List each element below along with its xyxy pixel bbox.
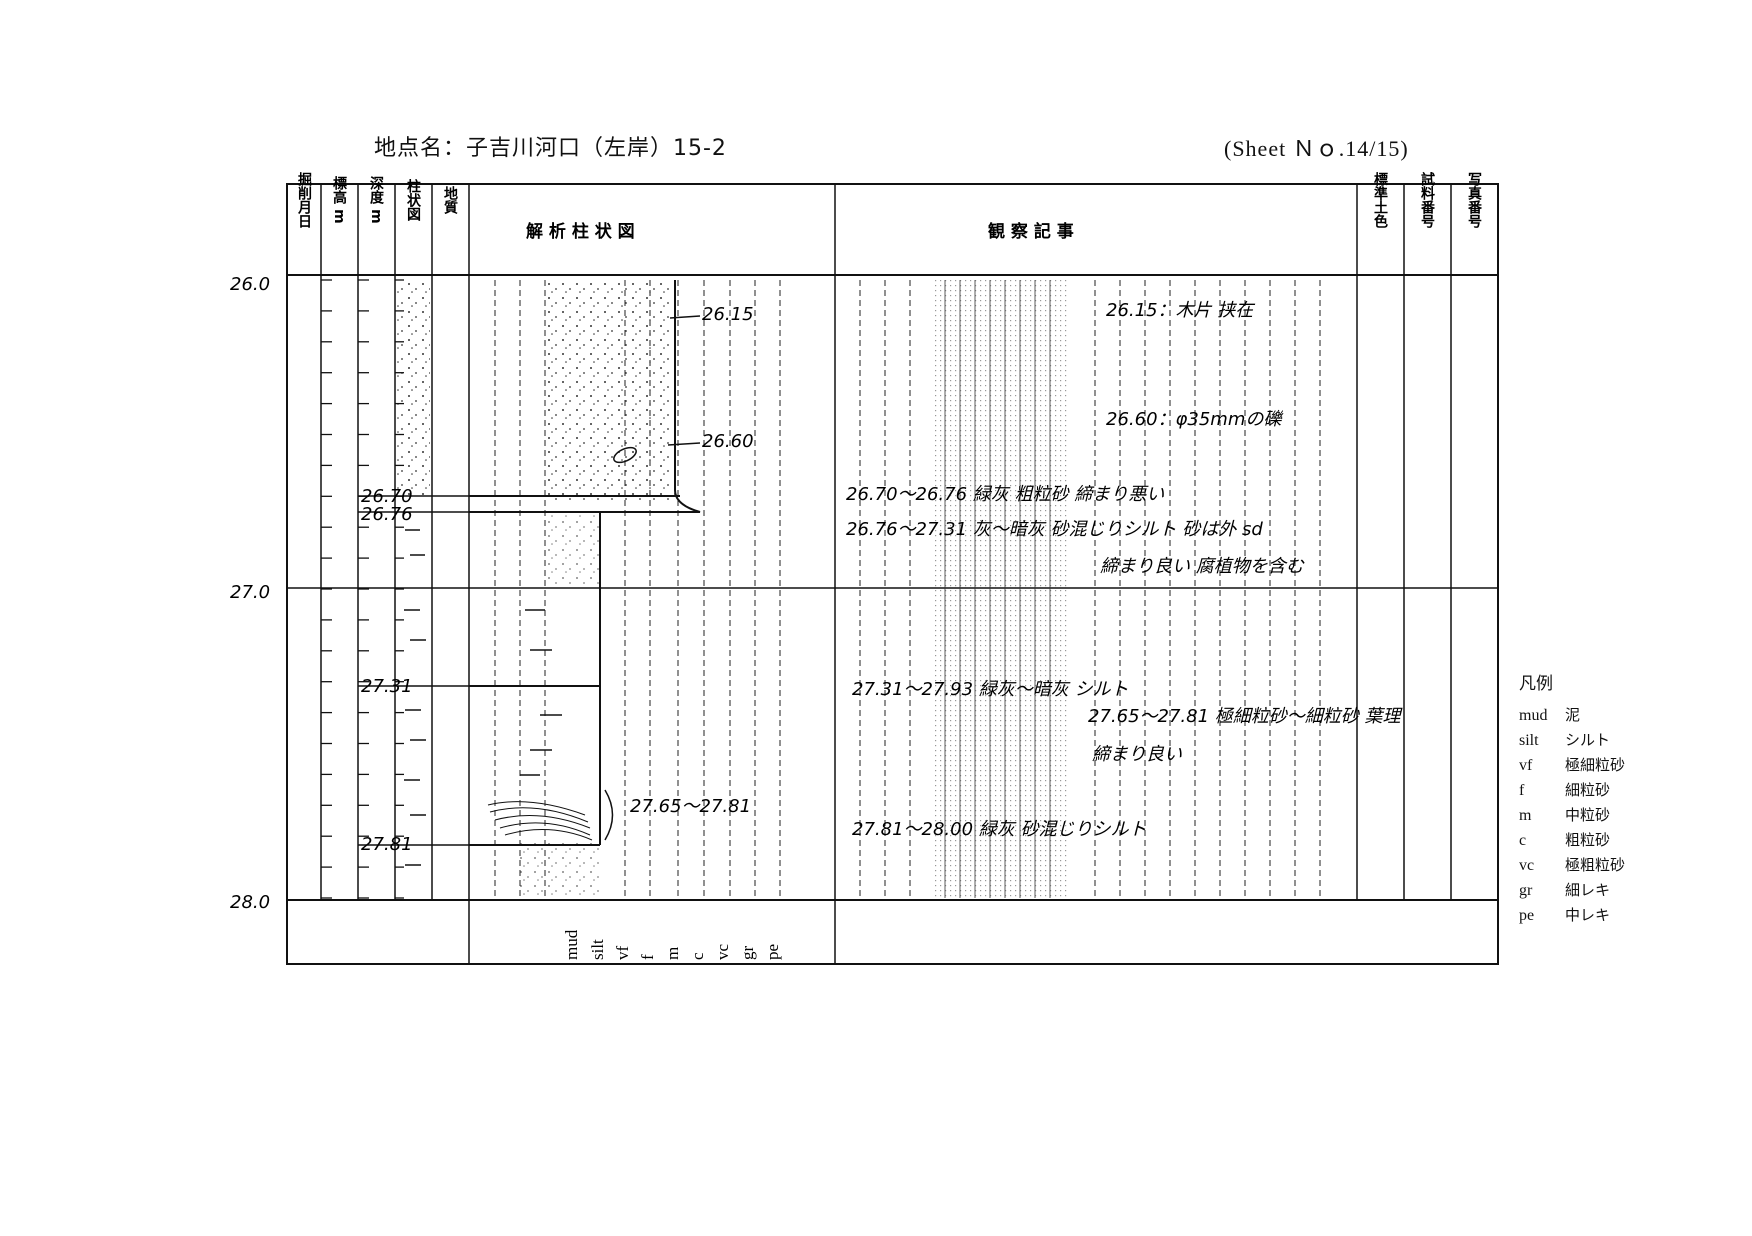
- site-name: 地点名：子吉川河口（左岸）15-2: [374, 136, 727, 161]
- grain-axis-label: f: [638, 954, 657, 960]
- legend-name: 極粗粒砂: [1565, 856, 1626, 874]
- col-soil-color: 標準土色: [1372, 171, 1388, 229]
- laminae-marks: [487, 801, 593, 841]
- analysis-profile-upper: [469, 280, 701, 513]
- observation-entry: 27.31～27.93 緑灰～暗灰 シルト: [852, 679, 1129, 700]
- legend-code: vf: [1519, 757, 1533, 774]
- depth-scale-26: 26.0: [230, 274, 270, 295]
- legend-code: f: [1519, 782, 1525, 799]
- legend-title: 凡例: [1519, 674, 1553, 694]
- col-geology: 地質: [442, 185, 458, 215]
- legend-item: m 中粒砂: [1519, 803, 1625, 828]
- observation-entry: 締まり良い 腐植物を含む: [1100, 556, 1305, 577]
- observation-entry: 26.15：木片 挟在: [1106, 300, 1255, 321]
- legend-code: pe: [1519, 907, 1535, 924]
- pebble-mark: [613, 446, 637, 464]
- depth-mark: 26.70: [361, 486, 413, 507]
- grain-axis-label: silt: [588, 939, 607, 960]
- depth-mark: 27.31: [361, 676, 413, 697]
- legend-item: mud 泥: [1519, 703, 1625, 728]
- depth-mark: 26.76: [361, 504, 413, 525]
- observation-entry: 26.76～27.31 灰～暗灰 砂混じりシルト 砂は外 sd: [846, 519, 1263, 540]
- grain-axis-label: vc: [713, 944, 732, 961]
- observation-entry: 26.60：φ35mmの礫: [1106, 409, 1284, 430]
- observation-entry: 締まり良い: [1092, 744, 1182, 765]
- grain-axis-label: m: [663, 947, 682, 960]
- legend-code: vc: [1519, 857, 1535, 874]
- legend-code: c: [1519, 832, 1527, 849]
- columnar-sand: [397, 280, 430, 496]
- col-analysis: 解 析 柱 状 図: [526, 221, 635, 242]
- analysis-sand-pattern: [545, 280, 675, 500]
- depth-mark: 27.81: [361, 834, 413, 855]
- observation-entry: 27.65～27.81 極細粒砂～細粒砂 葉理: [1088, 706, 1404, 727]
- depth-scale-28: 28.0: [230, 892, 270, 913]
- col-date: 掘削月日: [296, 171, 313, 229]
- observation-entry: 26.70～26.76 緑灰 粗粒砂 締まり悪い: [846, 484, 1164, 505]
- col-observation: 観 察 記 事: [988, 221, 1074, 242]
- legend-item: vf 極細粒砂: [1519, 753, 1625, 778]
- legend-code: m: [1519, 807, 1532, 824]
- legend: 凡例 mud 泥 silt シルト vf 極細粒砂 f 細粒砂 m 中粒砂 c 粗粒砂 vc 極粗粒砂 gr…: [1519, 672, 1625, 928]
- observation-entry: 27.81～28.00 緑灰 砂混じりシルト: [852, 819, 1147, 840]
- legend-code: mud: [1519, 707, 1548, 724]
- legend-code: gr: [1519, 882, 1533, 899]
- legend-item: silt シルト: [1519, 728, 1625, 753]
- legend-name: 細レキ: [1565, 881, 1611, 899]
- col-depth: 深度 m: [368, 176, 384, 224]
- grain-axis-label: c: [688, 952, 707, 960]
- legend-name: 粗粒砂: [1565, 831, 1611, 849]
- legend-name: シルト: [1565, 731, 1611, 749]
- legend-name: 極細粒砂: [1565, 756, 1626, 774]
- legend-item: f 細粒砂: [1519, 778, 1625, 803]
- analysis-note: 27.65～27.81: [630, 796, 751, 817]
- grain-axis-label: gr: [738, 946, 757, 961]
- depth-scale-27: 27.0: [230, 582, 270, 603]
- analysis-note: 26.60: [702, 431, 754, 452]
- legend-name: 泥: [1565, 706, 1581, 724]
- legend-item: vc 極粗粒砂: [1519, 853, 1625, 878]
- legend-code: silt: [1519, 732, 1539, 749]
- grain-axis-label: mud: [562, 929, 581, 960]
- legend-name: 細粒砂: [1565, 781, 1611, 799]
- legend-item: gr 細レキ: [1519, 878, 1625, 903]
- legend-name: 中レキ: [1565, 906, 1611, 924]
- col-columnar: 柱状図: [405, 178, 421, 222]
- col-sample-no: 試料番号: [1419, 171, 1436, 229]
- analysis-note: 26.15: [702, 304, 754, 325]
- grain-axis-label: vf: [613, 946, 632, 961]
- legend-name: 中粒砂: [1565, 806, 1611, 824]
- legend-item: c 粗粒砂: [1519, 828, 1625, 853]
- legend-item: pe 中レキ: [1519, 903, 1625, 928]
- grain-axis-label: pe: [763, 944, 782, 960]
- col-elevation: 標高 m: [331, 176, 347, 224]
- col-photo-no: 写真番号: [1466, 172, 1483, 229]
- observation-shading: [935, 280, 1070, 898]
- sheet-number: (Sheet Ｎｏ.14/15): [1224, 136, 1409, 161]
